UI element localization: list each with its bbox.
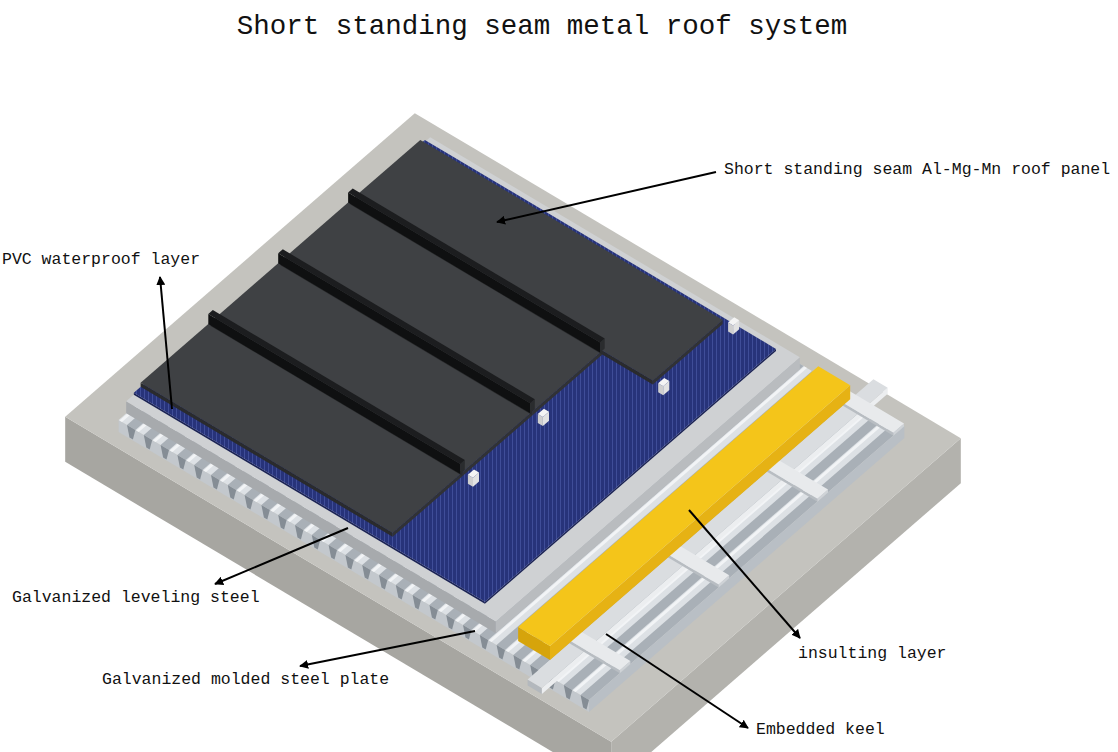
deck-profile (497, 645, 505, 660)
leader-line (689, 510, 800, 638)
leader-line (606, 634, 748, 728)
part-label: Galvanized leveling steel (12, 588, 260, 608)
pvc-layer (134, 140, 776, 602)
seam-clip (538, 409, 549, 417)
standing-seam (348, 189, 605, 343)
deck-profile (144, 435, 152, 450)
deck-profile (581, 695, 589, 710)
deck-profile (446, 615, 454, 630)
deck-profile (362, 565, 370, 580)
deck-profile (396, 585, 404, 600)
part-label: insulting layer (798, 644, 947, 664)
deck-profile (211, 475, 219, 490)
concrete-slab (65, 113, 961, 742)
seam-clip (728, 317, 739, 325)
deck-profile (564, 685, 572, 700)
leveling-steel (126, 137, 800, 621)
roof-panel (350, 140, 722, 381)
deck-profile (295, 525, 303, 540)
leader-line (497, 172, 716, 222)
deck-profile (513, 655, 521, 670)
deck-profile (480, 635, 488, 650)
leader-line (215, 528, 348, 584)
part-label: PVC waterproof layer (2, 250, 200, 270)
deck-profile (127, 425, 135, 440)
seam-clip (468, 469, 479, 477)
deck-profile (161, 445, 169, 460)
deck-profile (261, 505, 269, 520)
seam-clip (658, 378, 669, 386)
deck-profile (413, 595, 421, 610)
deck-profile (329, 545, 337, 560)
deck-profile (379, 575, 387, 590)
standing-seam (208, 310, 465, 464)
leader-line (300, 631, 475, 666)
deck-profile (245, 495, 253, 510)
deck-profile (278, 515, 286, 530)
part-label: Galvanized molded steel plate (102, 670, 389, 690)
standing-seam (348, 193, 600, 353)
diagram-title: Short standing seam metal roof system (237, 10, 848, 43)
part-label: Embedded keel (756, 720, 885, 740)
deck-profile (429, 605, 437, 620)
deck-profile (194, 465, 202, 480)
leader-line (160, 277, 172, 409)
deck-profile (228, 485, 236, 500)
standing-seam (278, 249, 535, 403)
deck-profile (345, 555, 353, 570)
deck-profile (177, 455, 185, 470)
part-label: Short standing seam Al-Mg-Mn roof panel (724, 160, 1110, 180)
